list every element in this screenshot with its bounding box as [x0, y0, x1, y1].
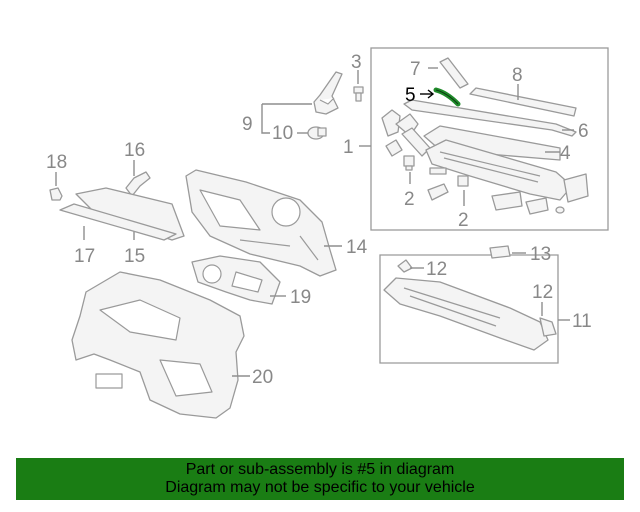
callout-12b: 12: [532, 282, 553, 303]
callout-10: 10: [272, 123, 293, 144]
callout-17: 17: [74, 246, 95, 267]
part-1-cowl-assembly: [381, 109, 589, 215]
callout-4: 4: [560, 143, 571, 164]
callout-19: 19: [290, 287, 311, 308]
part-18-fastener: [49, 187, 63, 201]
callout-15: 15: [124, 246, 145, 267]
callout-6: 6: [578, 121, 589, 142]
assembly-box-1: [370, 47, 609, 231]
part-5-highlighted: [433, 87, 461, 107]
callout-2b: 2: [458, 210, 469, 231]
part-19-insulator: [191, 255, 281, 305]
callout-11: 11: [572, 311, 592, 332]
part-14-dash-panel: [185, 169, 337, 277]
callout-16: 16: [124, 140, 145, 161]
part-16-bracket: [125, 171, 151, 197]
part-11-cowl-panel: [383, 277, 557, 351]
callout-18: 18: [46, 152, 67, 173]
part-9-bracket: [313, 71, 343, 115]
info-banner: Part or sub-assembly is #5 in diagram Di…: [16, 458, 624, 500]
callout-14: 14: [346, 237, 368, 258]
part-2-clip-b: [457, 175, 469, 187]
callout-20: 20: [252, 367, 273, 388]
part-20-dash-insulator: [71, 271, 245, 419]
part-12-clip-a: [397, 259, 413, 273]
callout-5: 5: [405, 85, 416, 106]
callout-7: 7: [410, 59, 421, 80]
banner-line-2: Diagram may not be specific to your vehi…: [165, 479, 475, 496]
callout-12a: 12: [426, 259, 447, 280]
part-2-clip-a: [403, 155, 415, 171]
callout-13: 13: [530, 244, 551, 265]
part-10-clip: [307, 126, 327, 140]
callout-9: 9: [242, 114, 253, 135]
banner-line-1: Part or sub-assembly is #5 in diagram: [185, 461, 455, 478]
callout-2a: 2: [404, 189, 415, 210]
part-3-bolt: [353, 86, 364, 102]
callout-3: 3: [351, 52, 362, 73]
part-17-pad: [59, 203, 177, 241]
callout-1: 1: [343, 137, 354, 158]
part-6-cowl-seal: [403, 99, 577, 137]
part-8-trim: [469, 87, 577, 117]
part-13-pad: [489, 245, 511, 259]
part-7-seal: [439, 57, 469, 89]
callout-8: 8: [512, 65, 523, 86]
